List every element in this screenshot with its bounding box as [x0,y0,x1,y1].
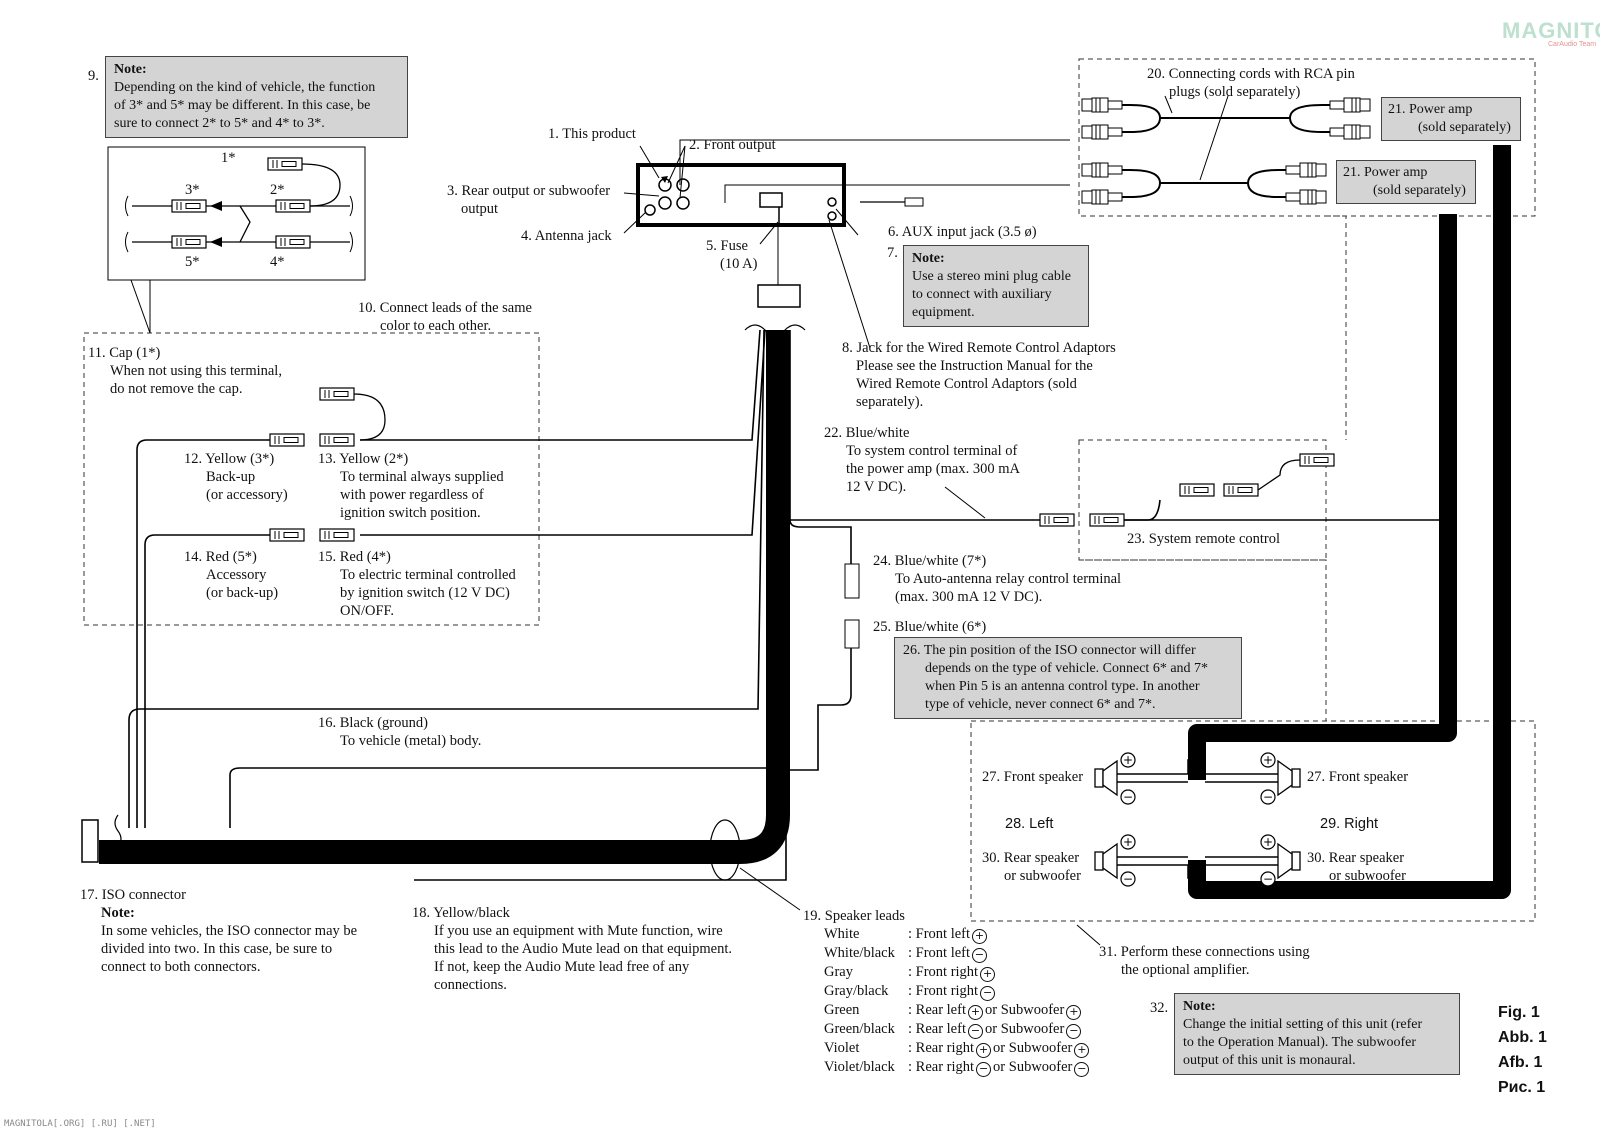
label-red-5: 14. Red (5*)Accessory(or back-up) [184,549,279,601]
label-antenna-jack: 4. Antenna jack [521,228,612,244]
pin-5: 5* [185,254,200,270]
note-pin-function: Note:Depending on the kind of vehicle, t… [105,56,408,138]
svg-text:+: + [1263,753,1273,767]
power-amp-2: 21. Power amp(sold separately) [1336,160,1476,204]
speaker-leads-list: White: Front left+ White/black: Front le… [824,925,1091,1077]
label-left: 28. Left [1005,816,1054,832]
lead-row: Gray/black: Front right− [824,982,1091,1001]
label-red-4: 15. Red (4*)To electric terminal control… [318,549,516,619]
label-iso-connector: 17. ISO connector [80,887,186,903]
label-num-32: 32. [1150,1000,1169,1016]
pin-2: 2* [270,182,285,198]
watermark-logo: MAGNITOLA [1502,18,1600,43]
label-front-speaker-left: 27. Front speaker [982,769,1084,785]
label-aux-input: 6. AUX input jack (3.5 ø) [888,224,1037,240]
svg-text:−: − [1123,790,1133,804]
pin-4: 4* [270,254,285,270]
note-iso-connector: Note:In some vehicles, the ISO connector… [101,905,358,975]
svg-text:−: − [1263,790,1273,804]
label-cap: 11. Cap (1*)When not using this terminal… [88,345,282,397]
svg-text:−: − [1123,872,1133,886]
lead-row: Green: Rear left+or Subwoofer+ [824,1001,1091,1020]
watermark-sub: CarAudio Team [1548,41,1597,48]
lead-row: Violet/black: Rear right−or Subwoofer− [824,1058,1091,1077]
label-yellow-2: 13. Yellow (2*)To terminal always suppli… [318,451,504,521]
label-num-7: 7. [887,245,898,261]
label-black-ground: 16. Black (ground)To vehicle (metal) bod… [318,715,482,749]
svg-text:+: + [1263,835,1273,849]
label-yellow-3: 12. Yellow (3*)Back-up(or accessory) [184,451,288,503]
lead-row: Gray: Front right+ [824,963,1091,982]
label-front-speaker-right: 27. Front speaker [1307,769,1409,785]
pin-1: 1* [221,150,236,166]
label-system-remote: 23. System remote control [1127,531,1281,547]
label-remote-adaptor-jack: 8. Jack for the Wired Remote Control Ada… [842,340,1116,410]
label-right: 29. Right [1320,816,1379,832]
label-num-9: 9. [88,68,99,84]
label-front-output: 2. Front output [689,137,776,153]
label-this-product: 1. This product [548,126,636,142]
lead-row: Violet: Rear right+or Subwoofer+ [824,1039,1091,1058]
lead-row: Green/black: Rear left−or Subwoofer− [824,1020,1091,1039]
power-amp-1: 21. Power amp(sold separately) [1381,97,1521,141]
lead-row: White: Front left+ [824,925,1091,944]
label-blue-white-6: 25. Blue/white (6*) [873,619,987,635]
svg-text:+: + [1123,835,1133,849]
note-iso-pin-position: 26. The pin position of the ISO connecto… [894,637,1242,719]
label-speaker-leads: 19. Speaker leads [803,908,905,924]
svg-text:+: + [1123,753,1133,767]
label-fuse: 5. Fuse(10 A) [706,238,758,272]
svg-text:−: − [1263,872,1273,886]
pin-3: 3* [185,182,200,198]
note-subwoofer-setting: Note:Change the initial setting of this … [1174,993,1460,1075]
label-blue-white-7: 24. Blue/white (7*)To Auto-antenna relay… [873,553,1122,605]
footer-url: MAGNITOLA[.ORG] [.RU] [.NET] [4,1119,156,1129]
lead-row: White/black: Front left− [824,944,1091,963]
